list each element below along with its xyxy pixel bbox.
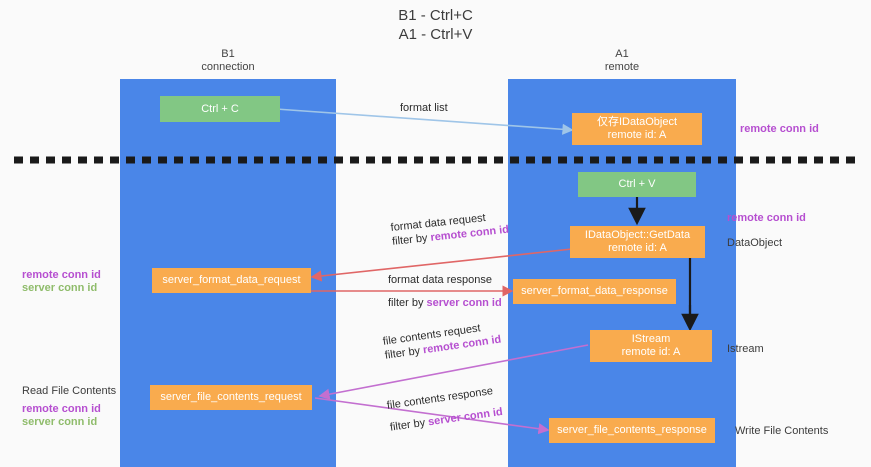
arrow-format-list [275,108,574,135]
side-label-write-file-contents: Write File Contents [735,425,829,437]
side-label-left-server-conn-id-2: server conn id [22,416,98,428]
node-ctrl-c-label: Ctrl + C [201,102,239,115]
node-data-object-label: 仅存IDataObject [596,116,678,128]
side-label-data-object: DataObject [727,237,783,249]
side-label-read-file-contents: Read File Contents [22,385,117,397]
side-label-remote-conn-id-top: remote conn id [740,123,819,135]
flow-label-format-list-text: format list [400,102,448,114]
node-server-format-data-response-label: server_format_data_response [521,285,668,297]
node-get-data-label: IDataObject::GetData [584,229,691,241]
filter-prefix: filter by [388,297,427,309]
side-label-left-remote-conn-id-2: remote conn id [22,403,101,415]
filter-prefix: filter by [391,231,432,248]
arrow-file-contents-request [318,344,589,400]
node-istream-label: IStream [631,333,671,345]
side-label-left-server-conn-id: server conn id [22,282,98,294]
node-server-format-data-request[interactable]: server_format_data_request [152,268,311,293]
node-server-format-data-request-label: server_format_data_request [162,274,301,286]
arrow-format-data-request [310,248,573,282]
column-header-b1: B1 connection [201,48,255,73]
node-server-file-contents-response[interactable]: server_file_contents_response [549,418,715,443]
node-server-file-contents-response-label: server_file_contents_response [557,424,707,436]
node-data-object-sublabel: remote id: A [607,129,667,141]
node-ctrl-v-label: Ctrl + V [618,178,656,190]
flow-label-format-list: format list [400,101,448,115]
node-get-data[interactable]: IDataObject::GetData remote id: A [570,226,705,258]
node-istream-sublabel: remote id: A [621,346,681,358]
node-ctrl-c[interactable]: Ctrl + C [160,96,280,122]
flow-label-format-data-response-line1: format data response [388,274,492,286]
page-title: B1 - Ctrl+C A1 - Ctrl+V [398,7,473,43]
side-label-remote-conn-id-mid: remote conn id [727,212,806,224]
column-header-a1: A1 remote [604,48,640,73]
node-server-file-contents-request[interactable]: server_file_contents_request [150,385,312,410]
node-get-data-sublabel: remote id: A [608,242,667,254]
node-istream[interactable]: IStream remote id: A [590,330,712,362]
side-label-istream: Istream [727,343,764,355]
filter-key-server-conn-id: server conn id [426,297,502,309]
node-server-file-contents-request-label: server_file_contents_request [160,391,302,403]
arrow-file-contents-response [314,397,550,435]
node-data-object[interactable]: 仅存IDataObject remote id: A [572,113,702,145]
flow-label-format-data-response-line2: filter by server conn id [388,296,502,310]
node-ctrl-v[interactable]: Ctrl + V [578,172,696,197]
flow-label-format-data-response: format data response filter by server co… [388,273,502,310]
side-label-left-remote-conn-id: remote conn id [22,269,101,281]
node-server-format-data-response[interactable]: server_format_data_response [513,279,676,304]
